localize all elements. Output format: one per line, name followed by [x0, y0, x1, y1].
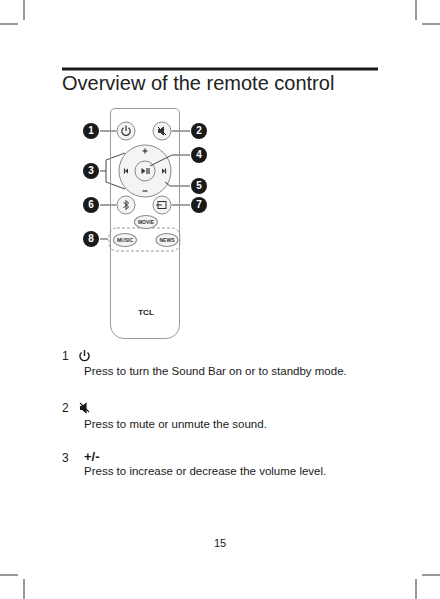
mode-button: NEWS [156, 233, 179, 247]
description-text: Press to turn the Sound Bar on or to sta… [84, 365, 414, 377]
callout-number: 8 [83, 231, 99, 247]
callout-number: 1 [83, 123, 99, 139]
mode-button: MUSIC [113, 233, 137, 247]
description-text: Press to mute or unmute the sound. [84, 418, 414, 430]
callout-number: 2 [191, 123, 207, 139]
callout-text: 1 [88, 125, 94, 136]
page-number: 15 [214, 537, 226, 549]
button-label: NEWS [160, 237, 175, 243]
list-number: 2 [62, 401, 69, 415]
callout-text: 5 [196, 180, 202, 191]
callout-text: 6 [88, 199, 94, 210]
key-symbol: +/- [84, 449, 100, 464]
callout-text: 4 [196, 149, 202, 160]
callout-text: 7 [196, 199, 202, 210]
brand-logo: TCL [138, 308, 154, 317]
callout-number: 7 [191, 197, 207, 213]
button-label: MUSIC [117, 237, 133, 243]
callout-number: 4 [191, 147, 207, 163]
callout-text: 2 [196, 125, 202, 136]
page-title: Overview of the remote control [62, 72, 334, 95]
list-number: 3 [62, 451, 69, 465]
callout-number: 3 [83, 163, 99, 179]
callout-text: 3 [88, 165, 94, 176]
list-number: 1 [62, 349, 69, 363]
remote-body: TCL MOVIE MUSIC NEWS [110, 108, 180, 339]
description-text: Press to increase or decrease the volume… [84, 465, 414, 477]
mode-button: MOVIE [134, 215, 158, 229]
callout-text: 8 [88, 233, 94, 244]
callout-number: 5 [191, 178, 207, 194]
callout-number: 6 [83, 197, 99, 213]
button-label: MOVIE [138, 219, 154, 225]
